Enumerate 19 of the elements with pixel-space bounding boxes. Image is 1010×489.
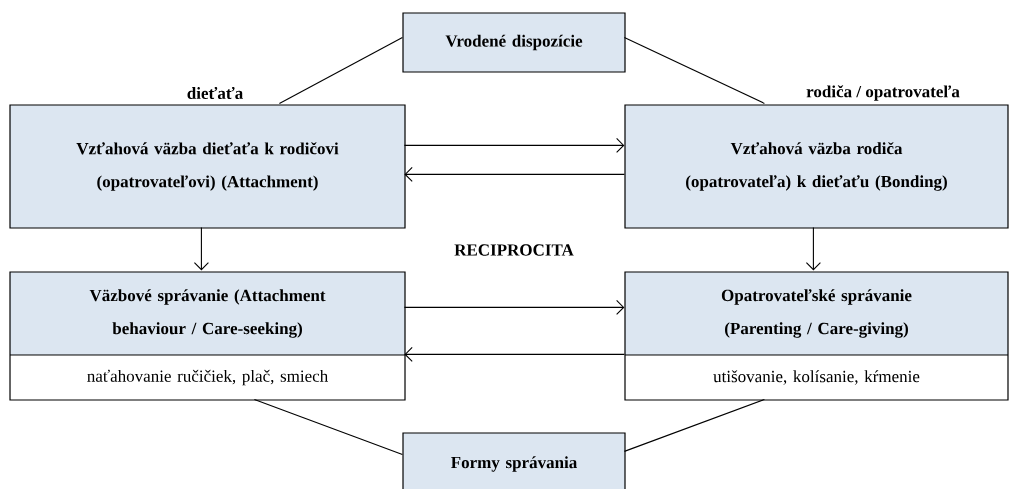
arrow — [404, 166, 625, 182]
arrow — [403, 299, 625, 315]
bonding-box: Vzťahová väzba rodiča (opatrovateľa) k dieťaťu (Bonding) — [624, 104, 1009, 229]
connector-line — [623, 398, 765, 452]
arrow — [403, 137, 625, 153]
center-label: RECIPROCITA — [454, 244, 574, 256]
edge-label: rodiča / opatrovateľa — [805, 84, 961, 102]
attachment-box: Vzťahová väzba dieťaťa k rodičovi (opatrovateľovi) (Attachment) — [9, 104, 406, 229]
behaviour-box: Väzbové správanie (Attachment behaviour / Care-seeking) naťahovanie ručičiek, plač, smiech — [9, 271, 406, 401]
connector-line — [623, 36, 765, 104]
connector-line — [253, 398, 403, 455]
arrow — [805, 226, 821, 271]
behaviour-box: Opatrovateľské správanie (Parenting / Care-giving) utišovanie, kolísanie, kŕmenie — [624, 271, 1009, 401]
arrow — [404, 346, 625, 362]
heading-box: Formy správania — [402, 432, 626, 489]
arrow — [193, 226, 209, 271]
edge-label: dieťaťa — [185, 86, 245, 100]
connector-line — [278, 36, 403, 104]
heading-box: Vrodené dispozície — [402, 12, 626, 73]
